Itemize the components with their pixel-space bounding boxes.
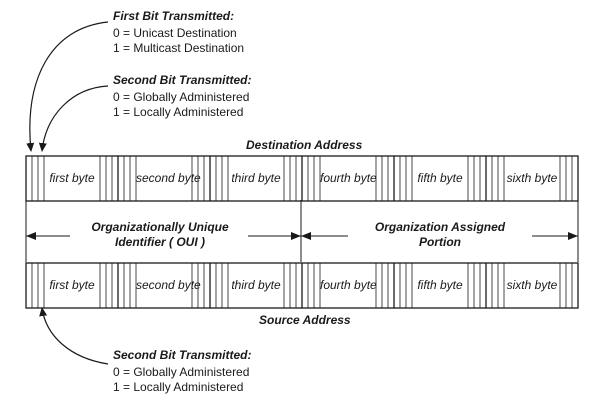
oui-label: Organizationally Unique Identifier ( OUI… — [60, 220, 260, 250]
destination-byte-label: fifth byte — [417, 171, 463, 185]
source-address-row — [25, 262, 579, 309]
second-bit-top-callout-arrow — [38, 85, 109, 152]
destination-byte-label: third byte — [231, 171, 281, 185]
destination-byte-label: first byte — [49, 171, 95, 185]
first-bit-title: First Bit Transmitted: — [113, 9, 235, 23]
oui-span-arrowhead-left — [26, 232, 36, 240]
oui-label-line1: Organizationally Unique — [91, 220, 229, 234]
second-bit-bottom-title: Second Bit Transmitted: — [113, 348, 252, 362]
destination-byte-label: second byte — [136, 171, 201, 185]
second-bit-top-line1: 0 = Globally Administered — [113, 90, 250, 104]
assigned-label-line1: Organization Assigned — [374, 220, 506, 234]
destination-byte-label: sixth byte — [506, 171, 558, 185]
assigned-portion-label: Organization Assigned Portion — [340, 220, 540, 250]
second-bit-top-title: Second Bit Transmitted: — [113, 73, 252, 87]
destination-byte-label: fourth byte — [320, 171, 377, 185]
assigned-label-line2: Portion — [419, 235, 461, 249]
source-byte-label: fifth byte — [417, 278, 463, 292]
source-byte-label: sixth byte — [506, 278, 558, 292]
destination-address-label: Destination Address — [246, 138, 363, 152]
assigned-span-arrowhead-left — [301, 232, 311, 240]
source-byte-label: fourth byte — [320, 278, 377, 292]
oui-span-arrowhead-right — [291, 232, 301, 240]
second-bit-top-line2: 1 = Locally Administered — [113, 105, 244, 119]
second-bit-bottom-line1: 0 = Globally Administered — [113, 365, 250, 379]
source-byte-label: third byte — [231, 278, 281, 292]
assigned-span-arrowhead-right — [568, 232, 578, 240]
first-bit-line1: 0 = Unicast Destination — [113, 26, 237, 40]
first-bit-line2: 1 = Multicast Destination — [113, 41, 245, 55]
second-bit-bottom-line2: 1 = Locally Administered — [113, 380, 244, 394]
oui-label-line2: Identifier ( OUI ) — [115, 235, 205, 249]
first-bit-callout-arrow — [26, 21, 109, 152]
destination-address-row — [25, 155, 579, 202]
source-address-label: Source Address — [259, 313, 351, 327]
source-byte-label: second byte — [136, 278, 201, 292]
source-byte-label: first byte — [49, 278, 95, 292]
second-bit-bottom-callout-arrow — [39, 307, 109, 365]
